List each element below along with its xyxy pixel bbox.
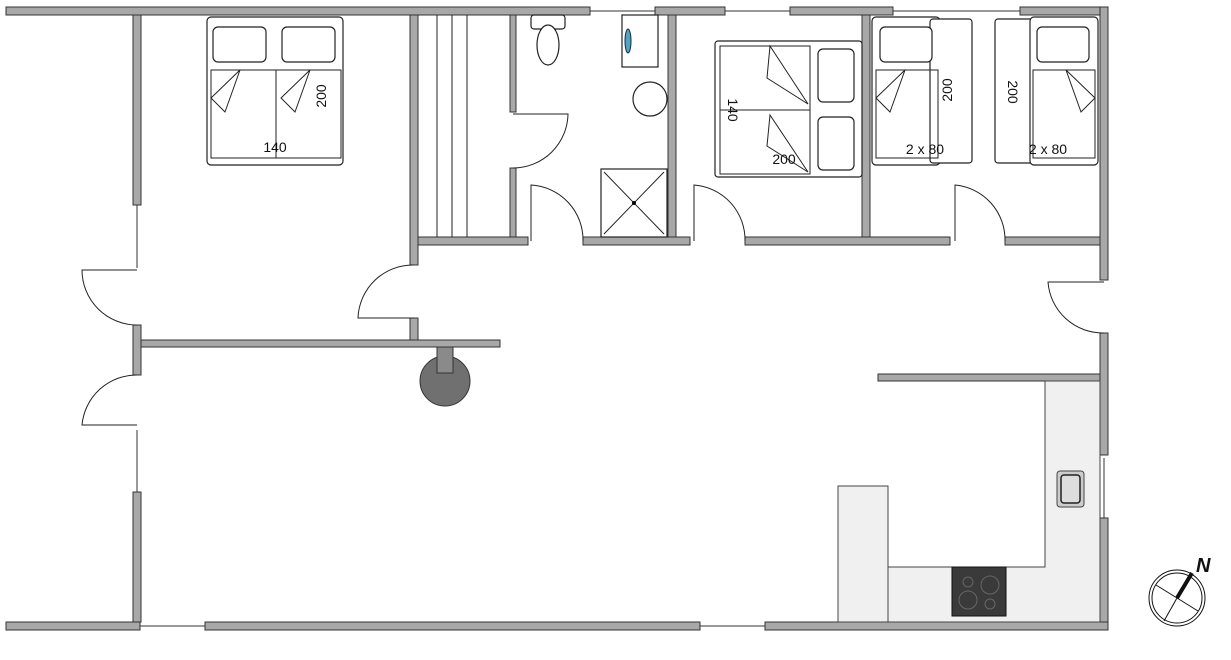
bed-length-label: 200 — [772, 151, 796, 167]
compass-icon: N — [1148, 555, 1211, 627]
bed-bedroom-4: 2 x 80 200 — [994, 16, 1099, 166]
bed-width-label: 140 — [263, 139, 287, 155]
bed-size-label: 2 x 80 — [1029, 141, 1067, 157]
north-label: N — [1196, 555, 1211, 577]
toilet-icon — [536, 24, 560, 66]
bed-bedroom-3: 2 x 80 200 — [871, 16, 973, 166]
cooktop-icon — [951, 566, 1007, 617]
wood-stove-icon — [419, 346, 471, 407]
kitchen-counter — [837, 380, 1101, 623]
sink-icon — [632, 81, 668, 117]
bed-width-label: 140 — [725, 98, 741, 122]
bed-length-label: 200 — [313, 84, 329, 108]
staircase — [436, 15, 468, 237]
bed-length-label: 200 — [939, 78, 955, 102]
bed-length-label: 200 — [1005, 80, 1021, 104]
windows — [136, 10, 1105, 627]
bathroom-fixtures — [530, 14, 668, 238]
bed-bedroom-1: 140 200 — [206, 16, 344, 166]
tall-cabinet — [837, 485, 889, 623]
bed-bedroom-2: 140 200 — [714, 40, 863, 178]
doors — [81, 113, 1105, 426]
walls — [5, 6, 1109, 631]
bed-size-label: 2 x 80 — [906, 141, 944, 157]
